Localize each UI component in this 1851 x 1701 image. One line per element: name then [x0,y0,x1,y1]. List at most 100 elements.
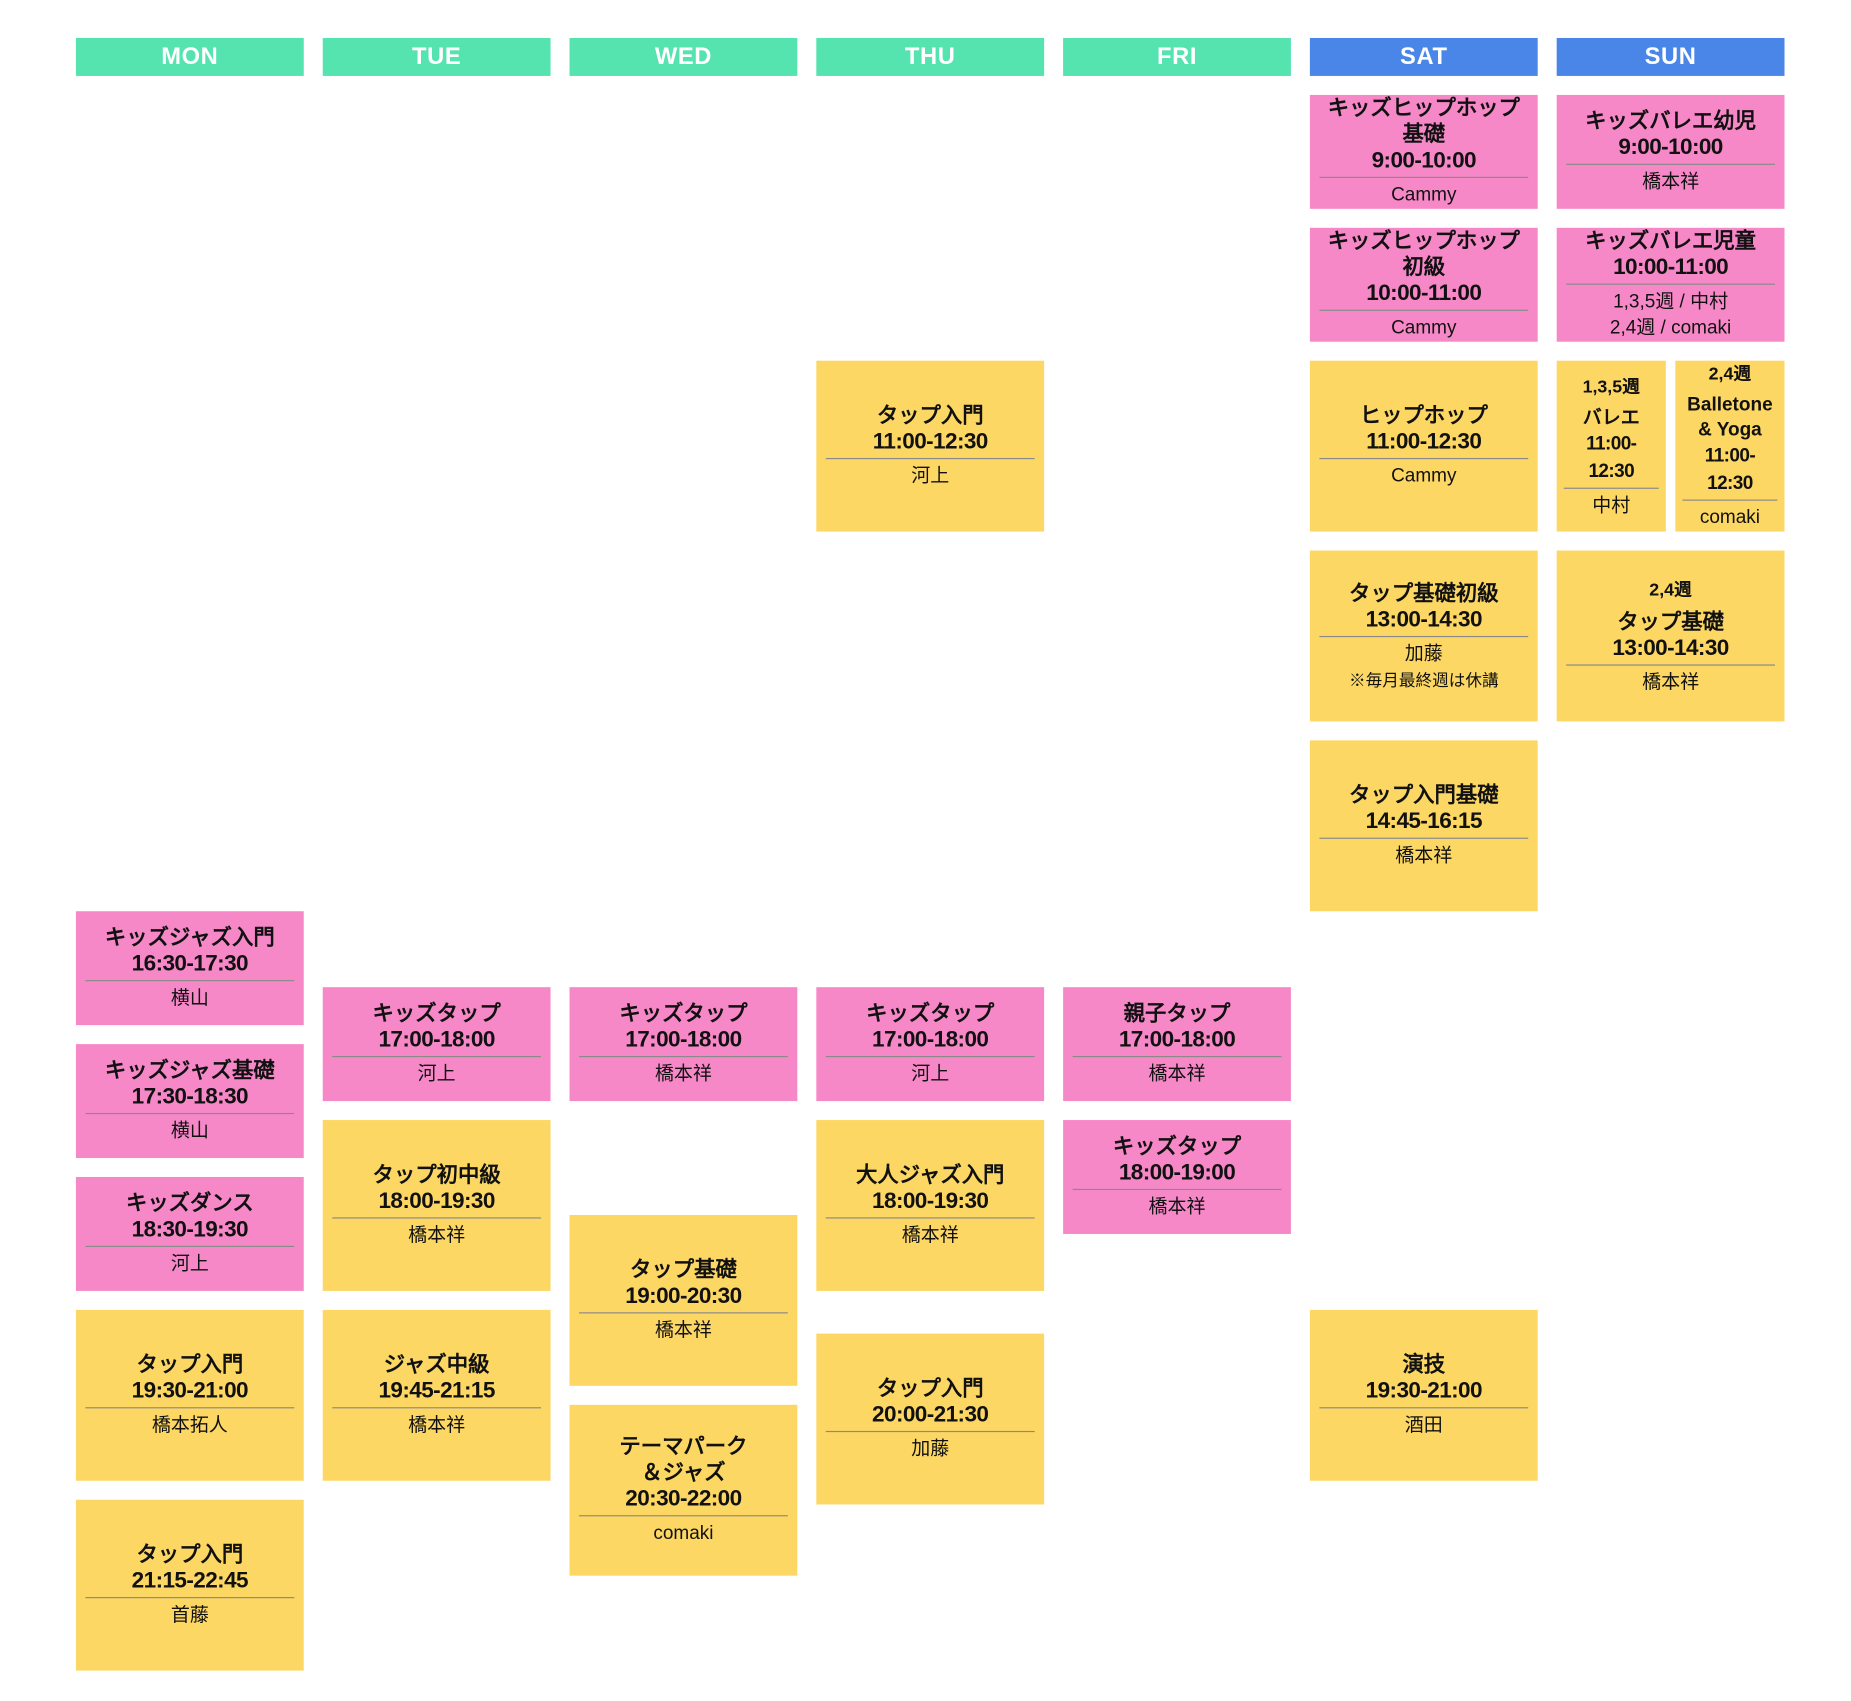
class-time: 18:00-19:30 [378,1188,495,1214]
class-teacher: Cammy [1391,317,1457,339]
class-teacher: 橋本祥 [1642,672,1700,693]
class-teacher: 横山 [170,1121,209,1142]
class-teacher: 河上 [911,466,950,487]
divider [825,1055,1035,1058]
class-title: タップ初中級 [372,1162,501,1187]
class-title: キッズタップ [619,1001,748,1026]
class-title: タップ入門基礎 [1349,783,1499,807]
class-time: 20:30-22:00 [625,1486,742,1512]
class-time: 11:00-12:30 [1586,433,1637,482]
divider [85,980,295,982]
class-teacher: 酒田 [1404,1415,1443,1436]
class-time: 19:00-20:30 [625,1283,742,1309]
class-title: キッズタップ [1112,1134,1242,1159]
divider [1566,163,1776,165]
class-teacher: 加藤 [911,1439,950,1460]
class-teacher: 河上 [170,1254,209,1275]
class-teacher: Cammy [1391,466,1457,487]
day-header-sun: SUN [1556,37,1785,76]
divider [1566,283,1776,285]
class-time: 18:30-19:30 [131,1217,249,1243]
class-teacher: Cammy [1391,185,1457,206]
class-teacher: 橋本祥 [1148,1064,1206,1085]
class-title: 演技 [1402,1352,1446,1377]
divider [1566,663,1776,666]
divider [1682,499,1778,501]
class-title: キッズタップ [866,1001,995,1026]
class-time: 13:00-14:30 [1365,607,1483,633]
divider [85,1597,295,1599]
class-title: タップ入門 [136,1352,244,1377]
class-title: キッズヒップホップ基礎 [1327,96,1520,146]
class-teacher: 橋本祥 [1642,172,1700,193]
class-time: 21:15-22:45 [131,1568,249,1594]
class-time: 18:00-19:00 [1118,1160,1236,1186]
class-title: タップ基礎 [1617,609,1724,633]
class-teacher: comaki [1699,507,1760,528]
class-teacher: 橋本祥 [901,1225,959,1246]
class-time: 20:00-21:30 [872,1402,989,1428]
class-teacher: 河上 [417,1064,456,1085]
class-title: タップ入門 [136,1542,244,1567]
class-time: 19:45-21:15 [378,1378,495,1404]
class-teacher: 橋本祥 [408,1415,466,1436]
class-title: キッズバレエ幼児 [1585,109,1757,133]
class-teacher: 加藤 [1404,644,1443,665]
class-teacher: 首藤 [170,1605,209,1626]
class-time: 11:00-12:30 [872,429,989,455]
divider [1319,635,1529,638]
day-header-sat: SAT [1309,37,1538,76]
class-time: 17:00-18:00 [625,1027,742,1053]
divider [332,1407,542,1409]
class-title: タップ入門 [876,1376,984,1401]
divider [1072,1055,1282,1058]
class-teacher: 1,3,5週 / 中村 2,4週 / comaki [1609,291,1732,339]
class-teacher: 橋本祥 [408,1225,466,1246]
class-time: 9:00-10:00 [1371,148,1477,174]
class-time: 17:00-18:00 [1118,1027,1236,1053]
divider [579,1515,788,1517]
class-teacher: 橋本祥 [1395,845,1453,867]
class-title: タップ入門 [876,403,984,428]
divider [85,1407,295,1409]
class-note: ※毎月最終週は休講 [1349,670,1499,690]
class-title: キッズジャズ基礎 [104,1058,275,1083]
day-header-wed: WED [569,37,798,76]
divider [85,1112,295,1115]
class-teacher: 橋本祥 [654,1320,712,1341]
class-teacher: 橋本祥 [654,1064,712,1085]
class-teacher: 横山 [170,988,209,1009]
class-week-label: 1,3,5週 [1582,376,1640,397]
class-time: 19:30-21:00 [131,1378,249,1404]
class-title: 親子タップ [1123,1001,1231,1026]
divider [1319,457,1529,460]
